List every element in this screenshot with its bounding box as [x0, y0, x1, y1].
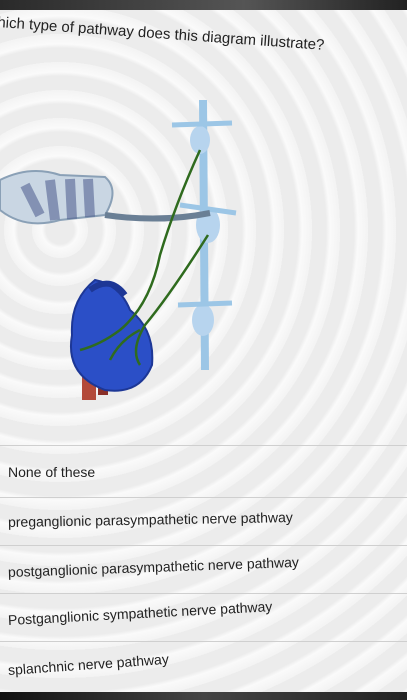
nerve-fibers	[79, 149, 210, 366]
option-splanchnic[interactable]: splanchnic nerve pathway	[0, 641, 407, 690]
option-label: Postganglionic sympathetic nerve pathway	[7, 598, 273, 628]
top-bezel	[0, 0, 407, 10]
bottom-bezel	[0, 692, 407, 700]
heart	[70, 278, 154, 400]
option-label: preganglionic parasympathetic nerve path…	[7, 509, 293, 530]
option-postganglionic-parasympathetic[interactable]: postganglionic parasympathetic nerve pat…	[0, 545, 407, 594]
option-label: None of these	[8, 464, 96, 480]
option-label: splanchnic nerve pathway	[7, 650, 170, 678]
spinal-cord	[0, 170, 114, 225]
sympathetic-trunk	[104, 99, 237, 371]
option-none-of-these[interactable]: None of these	[0, 445, 407, 494]
option-preganglionic-parasympathetic[interactable]: preganglionic parasympathetic nerve path…	[0, 497, 407, 546]
pathway-diagram	[0, 99, 237, 400]
option-label: postganglionic parasympathetic nerve pat…	[7, 553, 300, 580]
question-text: hich type of pathway does this diagram i…	[0, 14, 325, 54]
option-postganglionic-sympathetic[interactable]: Postganglionic sympathetic nerve pathway	[0, 593, 407, 642]
